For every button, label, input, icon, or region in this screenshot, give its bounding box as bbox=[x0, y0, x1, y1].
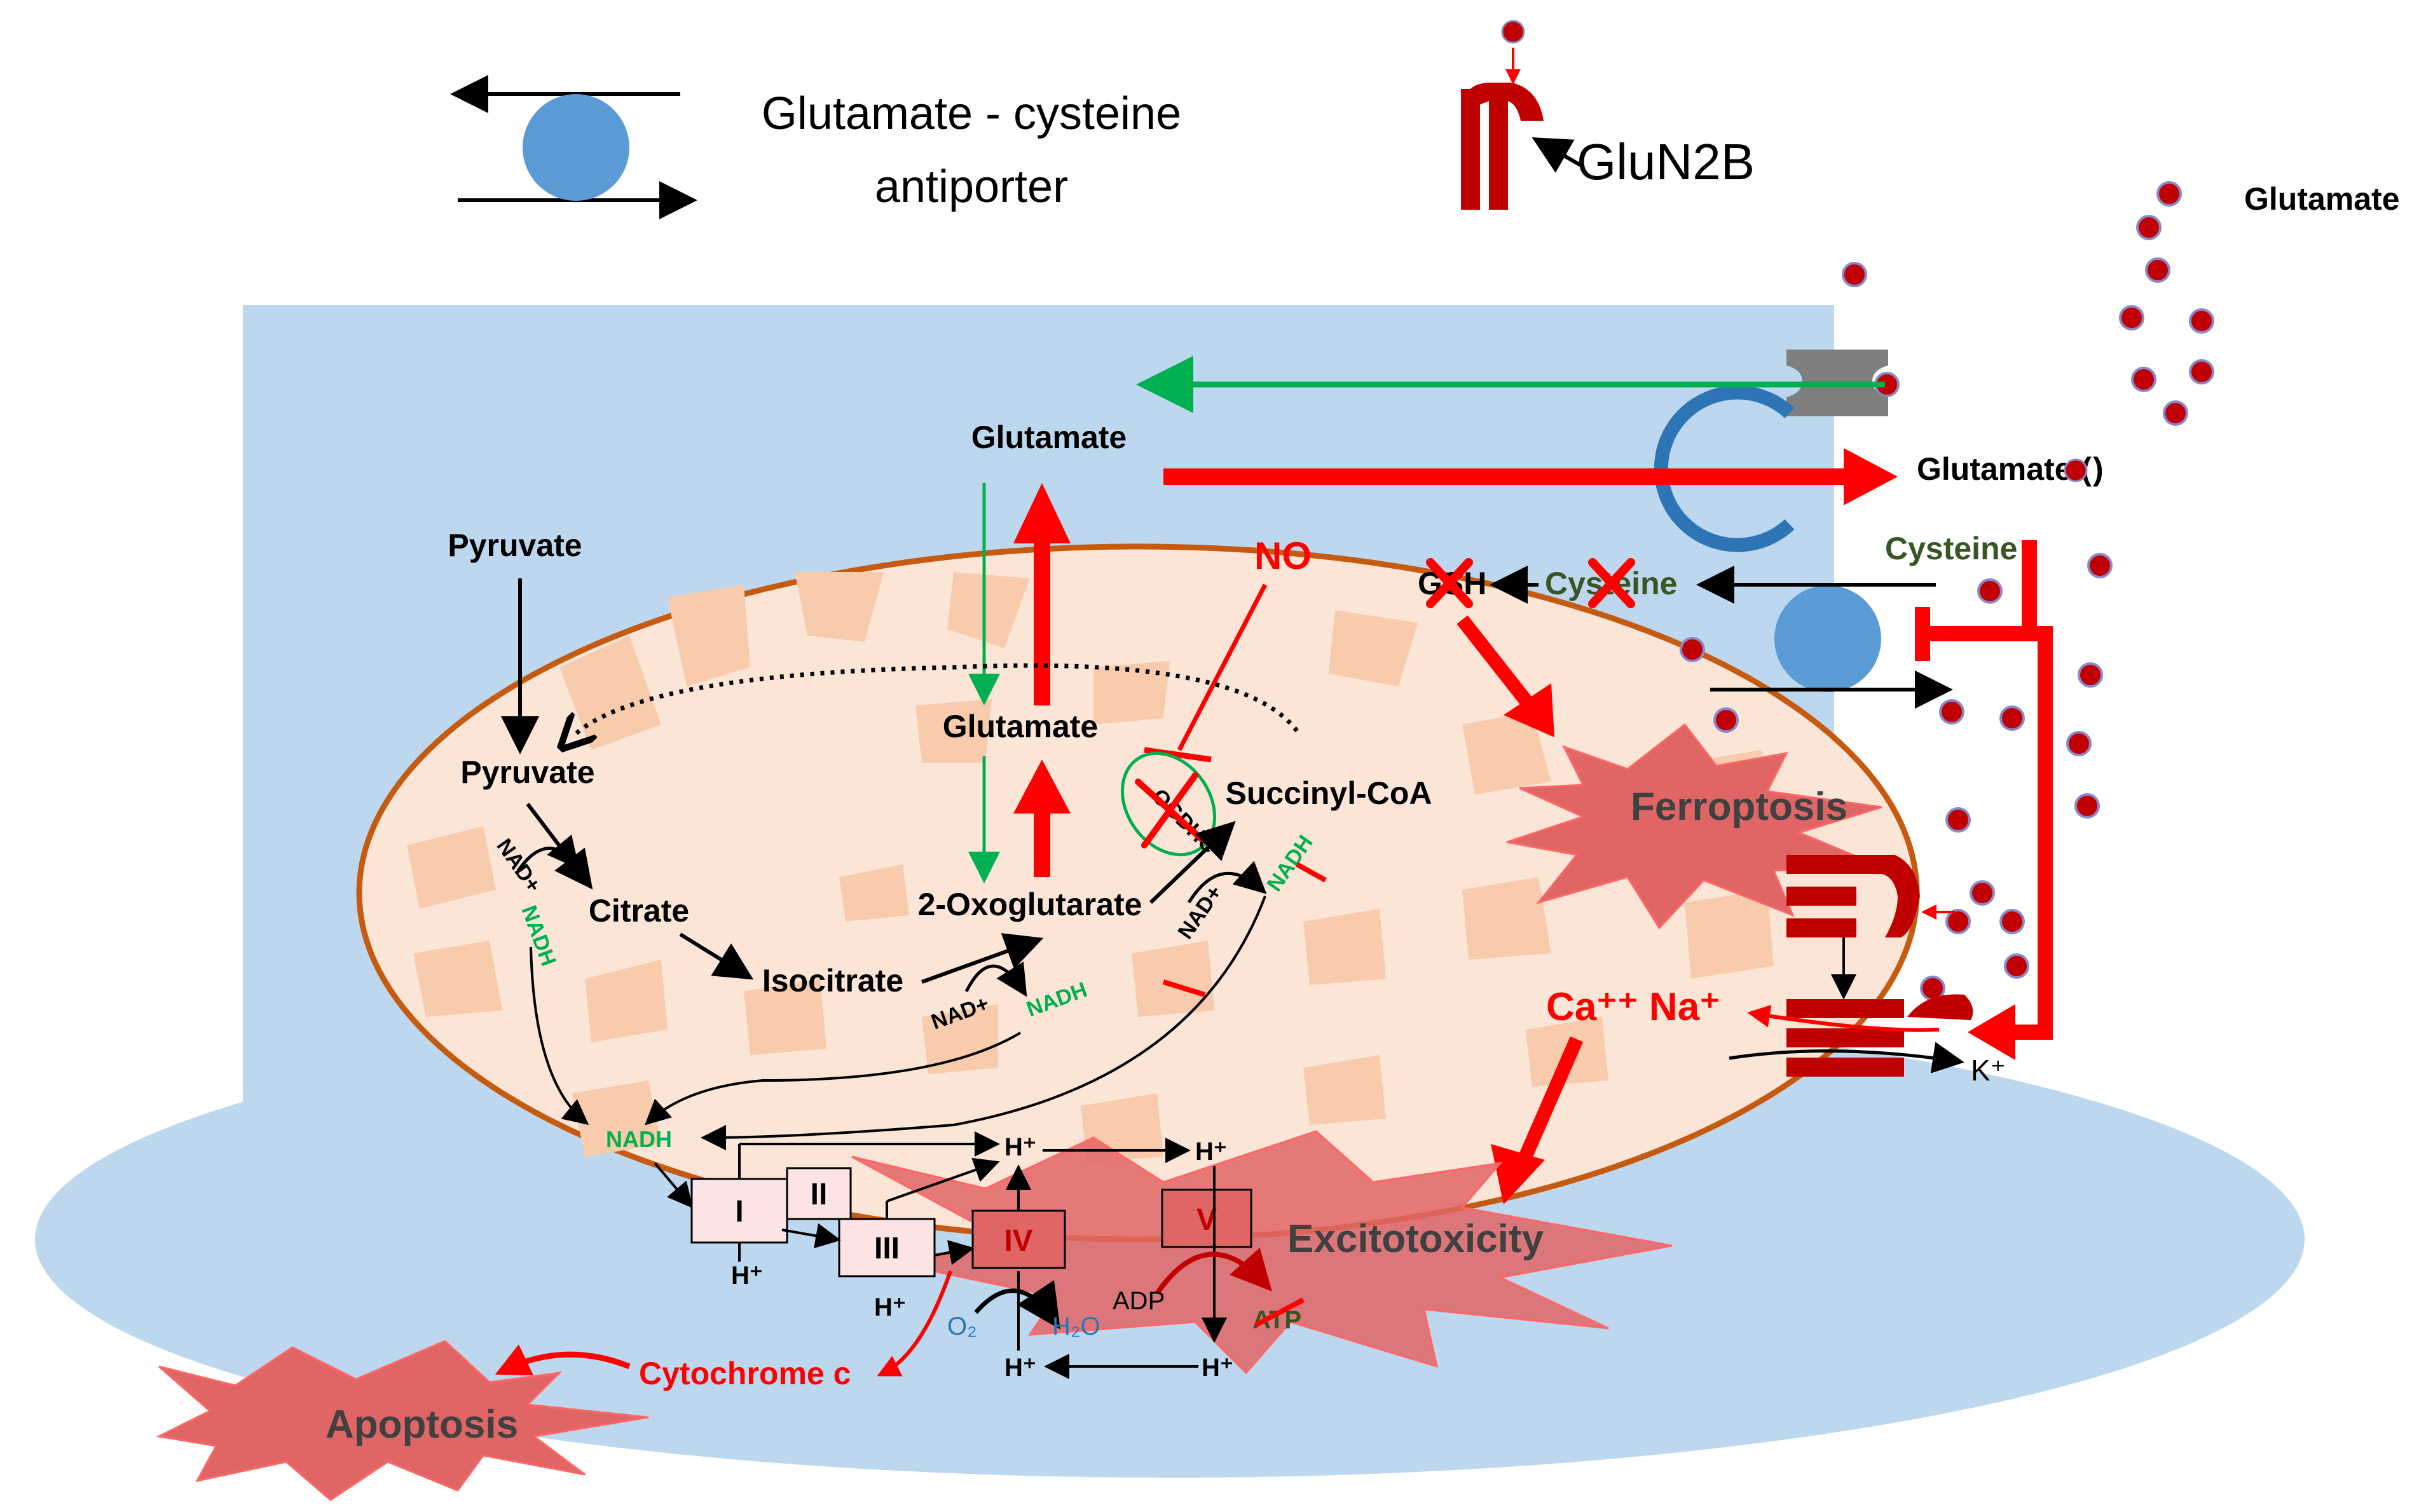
atp-synthesis-arrow bbox=[1155, 1247, 1272, 1295]
pyruvate-mito-label: Pyruvate bbox=[460, 754, 594, 790]
glutamate-extracellular-dot bbox=[2064, 458, 2088, 482]
cytochrome-c-label: Cytochrome c bbox=[639, 1356, 851, 1391]
k-efflux-arrow bbox=[1729, 1042, 1964, 1073]
nadh-flow-block-mark bbox=[1162, 979, 1206, 997]
atp-block-mark bbox=[1254, 1297, 1305, 1328]
cysteine-extracellular-label: Cysteine bbox=[1885, 531, 2017, 566]
complex-i: I bbox=[690, 1178, 788, 1244]
proton-label-1: H⁺ bbox=[1004, 1133, 1036, 1161]
cysteine-antiporter-icon bbox=[1774, 585, 1881, 692]
isocitrate-label: Isocitrate bbox=[762, 963, 903, 998]
gsh-to-ferroptosis-arrow bbox=[1456, 615, 1554, 737]
oxygen-reduction-arrow bbox=[974, 1279, 1060, 1330]
glutamate-extracellular-close: ) bbox=[2093, 451, 2104, 487]
citrate-to-isocitrate-arrow bbox=[679, 932, 754, 980]
glutamate-molecules bbox=[1680, 181, 2214, 1001]
antiporter-legend-icon bbox=[523, 94, 629, 201]
nadh-1-flow-arrow bbox=[530, 946, 589, 1126]
tca-cycle-return-arrow bbox=[572, 663, 1299, 737]
cysteine-blocked-x-icon bbox=[1588, 558, 1635, 608]
glutamate-cytosol-label: Glutamate bbox=[971, 419, 1127, 455]
complex-i-label: I bbox=[735, 1195, 743, 1229]
cytochrome-to-apoptosis-arrow bbox=[495, 1344, 631, 1376]
nadh-to-complex-1-arrow bbox=[654, 1162, 694, 1209]
glutamate-export-mito-arrow bbox=[1013, 483, 1071, 705]
pdh-cofactor-arrow bbox=[516, 834, 580, 872]
proton-label-2: H⁺ bbox=[1195, 1138, 1227, 1166]
ogdhc-cofactor-arrow bbox=[1187, 861, 1267, 904]
oxoglutarate-to-glutamate-arrow bbox=[1013, 759, 1071, 877]
complex-iii-label: III bbox=[874, 1232, 900, 1265]
adp-label: ADP bbox=[1113, 1287, 1165, 1315]
complex-ii-label: II bbox=[811, 1178, 828, 1211]
proton-label-5: H⁺ bbox=[1004, 1354, 1036, 1382]
ferroptosis-label: Ferroptosis bbox=[1631, 785, 1847, 829]
no-inhibition-bar bbox=[1144, 747, 1212, 763]
h2o-label: H₂O bbox=[1052, 1312, 1100, 1340]
succinyl-coa-label: Succinyl-CoA bbox=[1225, 775, 1432, 811]
idh-cofactor-arrow bbox=[964, 961, 1027, 997]
ion-influx-arrow bbox=[1747, 1004, 1940, 1032]
complex-ii: II bbox=[786, 1167, 852, 1220]
mitochondrion-cristae bbox=[407, 572, 1780, 1163]
no-label: NO bbox=[1254, 535, 1312, 577]
oxoglutarate-to-succinyl-arrow bbox=[1149, 821, 1236, 904]
complex-iv-label: IV bbox=[1004, 1224, 1032, 1258]
oxoglutarate-label: 2-Oxoglutarate bbox=[918, 887, 1142, 922]
proton-label-6: H⁺ bbox=[1202, 1354, 1233, 1382]
legend-antiporter-line2: antiporter bbox=[875, 161, 1068, 212]
glun2b-legend-icon bbox=[1461, 20, 1544, 210]
apoptosis-burst bbox=[156, 1340, 649, 1501]
legend-glun2b-label: GluN2B bbox=[1577, 133, 1755, 190]
k-ion-label: K⁺ bbox=[1971, 1054, 2006, 1087]
nadh-3-block-mark bbox=[1296, 862, 1327, 883]
glun2b-receptor-open bbox=[1786, 994, 1973, 1077]
excitotoxicity-label: Excitotoxicity bbox=[1287, 1217, 1544, 1261]
legend-antiporter-line1: Glutamate - cysteine bbox=[762, 88, 1181, 139]
glun2b-receptor-closed bbox=[1786, 855, 1920, 937]
proton-label-4: H⁺ bbox=[874, 1293, 906, 1321]
citrate-label: Citrate bbox=[589, 893, 689, 929]
ogdhc-blocked-x-icon bbox=[1135, 772, 1205, 848]
gsh-blocked-x-icon bbox=[1426, 558, 1473, 608]
complex-iii: III bbox=[838, 1218, 936, 1277]
nadh-2-flow-arrow bbox=[645, 1032, 1022, 1126]
no-inhibition-line bbox=[1177, 583, 1268, 751]
glutamate-extracellular-label: Glutamate ( bbox=[1917, 451, 2092, 487]
pyruvate-cytosol-label: Pyruvate bbox=[448, 528, 582, 563]
glutamate-mito-label: Glutamate bbox=[943, 709, 1099, 744]
glutamate-export-arrow bbox=[1163, 448, 1898, 505]
complex-v: V bbox=[1161, 1188, 1252, 1248]
cytochrome-release-arrow bbox=[877, 1270, 952, 1377]
proton-pump-3-arrow bbox=[886, 1157, 1000, 1202]
nadh-3-flow-arrow bbox=[701, 896, 1266, 1150]
apoptosis-label: Apoptosis bbox=[326, 1403, 518, 1447]
o2-label: O₂ bbox=[947, 1312, 977, 1340]
ferroptosis-burst bbox=[1506, 723, 1882, 930]
electron-transfer-arrow-2 bbox=[934, 1240, 975, 1265]
legend-glutamate-label: Glutamate bbox=[2244, 181, 2400, 217]
complex-iv: IV bbox=[971, 1209, 1066, 1269]
glutamate-inhibition-pathway bbox=[1915, 540, 2053, 1060]
ions-to-excitotoxicity-arrow bbox=[1491, 1036, 1584, 1204]
nadh-pool-label: NADH bbox=[606, 1126, 672, 1152]
proton-label-3: H⁺ bbox=[731, 1262, 763, 1290]
legend: Glutamate - cysteine antiporter GluN2B G… bbox=[450, 20, 2400, 219]
electron-transfer-arrow-1 bbox=[781, 1223, 841, 1249]
isocitrate-to-oxoglutarate-arrow bbox=[921, 933, 1044, 984]
ions-label: Ca⁺⁺ Na⁺ bbox=[1546, 985, 1720, 1029]
glun2b-legend-pointer bbox=[1532, 137, 1584, 173]
